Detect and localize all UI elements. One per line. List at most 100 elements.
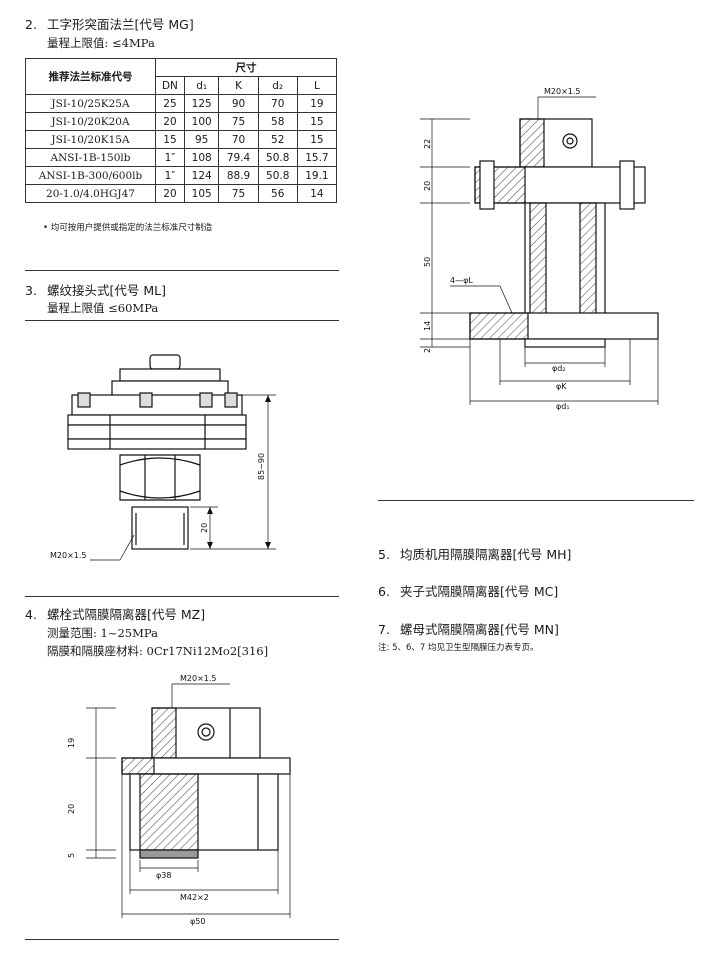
section4-title: 螺栓式隔膜隔离器[代号 MZ] — [47, 607, 206, 622]
section2-title: 工字形突面法兰[代号 MG] — [47, 17, 194, 32]
dim-5-label: 5 — [67, 853, 76, 858]
table-cell: 15 — [155, 130, 185, 149]
column-header: d₂ — [257, 76, 298, 95]
table-cell: 100 — [183, 112, 220, 131]
dim-50-label: 50 — [423, 257, 432, 267]
dia-d1-label: φd₁ — [556, 402, 570, 411]
section3-number: 3. — [25, 283, 37, 298]
table-cell: 19.1 — [296, 166, 338, 185]
table-cell: 50.8 — [257, 166, 298, 185]
table-cell: JSI-10/20K20A — [25, 112, 156, 131]
table-cell: 108 — [183, 148, 220, 167]
divider — [25, 320, 339, 321]
section4-heading: 4. 螺栓式隔膜隔离器[代号 MZ] — [25, 604, 205, 623]
table-cell: 25 — [155, 94, 185, 113]
table-cell: 1″ — [155, 148, 185, 167]
section6-title: 夹子式隔膜隔离器[代号 MC] — [400, 584, 559, 599]
column-header: DN — [155, 76, 185, 95]
section5-number: 5. — [378, 547, 390, 562]
section2-range: 量程上限值: ≤4MPa — [47, 36, 155, 50]
table-header-row: 推荐法兰标准代号 尺寸 — [25, 58, 337, 95]
table-row: ANSI-1B-300/600lb 1″ 124 88.9 50.8 19.1 — [25, 166, 338, 185]
table-header-size: 尺寸 — [155, 58, 337, 77]
table-cell: 75 — [218, 112, 259, 131]
column-header: L — [296, 76, 338, 95]
section2-number: 2. — [25, 17, 37, 32]
divider — [25, 596, 339, 597]
bolted-isolator-drawing: M20×1.5 19 20 5 φ38 M42×2 φ50 — [67, 674, 291, 926]
flange-standards-table: 推荐法兰标准代号 尺寸 DN d₁ K d₂ L JSI-10/25K25A 2… — [25, 58, 338, 203]
section6-number: 6. — [378, 584, 390, 599]
section6-heading: 6. 夹子式隔膜隔离器[代号 MC] — [378, 581, 558, 600]
section5-heading: 5. 均质机用隔膜隔离器[代号 MH] — [378, 544, 571, 563]
divider — [25, 939, 339, 940]
footnote: 注: 5、6、7 均见卫生型隔膜压力表专页。 — [378, 643, 539, 653]
dia-K-label: φK — [556, 382, 567, 391]
thread-label: M20×1.5 — [544, 87, 581, 96]
thread-label: M20×1.5 — [50, 551, 87, 560]
dim-height-label: 85~90 — [257, 453, 266, 480]
table-cell: 58 — [257, 112, 298, 131]
table-cell: 75 — [218, 184, 259, 203]
table-subheader-row: DN d₁ K d₂ L — [26, 76, 338, 95]
table-cell: 88.9 — [218, 166, 259, 185]
section7-number: 7. — [378, 622, 390, 637]
dia-38-label: φ38 — [156, 871, 171, 880]
dim-22-label: 22 — [423, 139, 432, 149]
table-cell: 1″ — [155, 166, 185, 185]
table-cell: JSI-10/25K25A — [25, 94, 156, 113]
section3-range: 量程上限值 ≤60MPa — [47, 301, 159, 315]
section7-heading: 7. 螺母式隔膜隔离器[代号 MN] — [378, 619, 559, 638]
table-cell: 125 — [183, 94, 220, 113]
dim-2-label: 2 — [423, 348, 432, 353]
dia-d2-label: φd₂ — [552, 364, 566, 373]
table-row: JSI-10/20K20A 20 100 75 58 15 — [25, 112, 338, 131]
dim-19-label: 19 — [67, 738, 76, 748]
section4-material: 隔膜和隔膜座材料: 0Cr17Ni12Mo2[316] — [47, 644, 269, 658]
flange-isolator-drawing: M20×1.5 22 20 50 14 2 4—φL φd₂ φK φd₁ — [420, 87, 659, 411]
table-cell: 70 — [257, 94, 298, 113]
table-cell: 15.7 — [296, 148, 338, 167]
table-cell: 95 — [183, 130, 220, 149]
table-cell: 20 — [155, 112, 185, 131]
table-cell: 15 — [296, 130, 338, 149]
divider — [25, 270, 339, 271]
table-cell: 15 — [296, 112, 338, 131]
table-row: JSI-10/25K25A 25 125 90 70 19 — [25, 94, 338, 113]
table-cell: ANSI-1B-150lb — [25, 148, 156, 167]
table-row: JSI-10/20K15A 15 95 70 52 15 — [25, 130, 338, 149]
section4-number: 4. — [25, 607, 37, 622]
table-cell: 20-1.0/4.0HGJ47 — [25, 184, 156, 203]
dim-thread-length-label: 20 — [200, 523, 209, 533]
dim-20-label: 20 — [423, 181, 432, 191]
table-row: ANSI-1B-150lb 1″ 108 79.4 50.8 15.7 — [25, 148, 338, 167]
section7-title: 螺母式隔膜隔离器[代号 MN] — [400, 622, 559, 637]
table-cell: 20 — [155, 184, 185, 203]
column-header: K — [218, 76, 259, 95]
table-cell: ANSI-1B-300/600lb — [25, 166, 156, 185]
section3-heading: 3.螺纹接头式[代号 ML] — [25, 280, 166, 299]
dim-20-label: 20 — [67, 804, 76, 814]
table-cell: 124 — [183, 166, 220, 185]
column-header: d₁ — [183, 76, 220, 95]
table-cell: 50.8 — [257, 148, 298, 167]
dia-50-label: φ50 — [190, 917, 205, 926]
divider — [378, 500, 694, 501]
thread-42-label: M42×2 — [180, 893, 209, 902]
thread-top-label: M20×1.5 — [180, 674, 217, 683]
section4-range: 测量范围: 1~25MPa — [47, 626, 158, 640]
table-row: 20-1.0/4.0HGJ47 20 105 75 56 14 — [25, 184, 338, 203]
table-cell: 19 — [296, 94, 338, 113]
section5-title: 均质机用隔膜隔离器[代号 MH] — [400, 547, 572, 562]
table-cell: JSI-10/20K15A — [25, 130, 156, 149]
table-cell: 56 — [257, 184, 298, 203]
threaded-connector-drawing: 85~90 20 M20×1.5 — [50, 354, 276, 561]
holes-label: 4—φL — [450, 276, 473, 285]
table-cell: 70 — [218, 130, 259, 149]
table-cell: 14 — [296, 184, 338, 203]
section2-heading: 2. 工字形突面法兰[代号 MG] — [25, 14, 194, 33]
table-cell: 52 — [257, 130, 298, 149]
dim-14-label: 14 — [423, 321, 432, 331]
table-cell: 105 — [183, 184, 220, 203]
table-note: • 均可按用户提供或指定的法兰标准尺寸制造 — [43, 223, 213, 233]
